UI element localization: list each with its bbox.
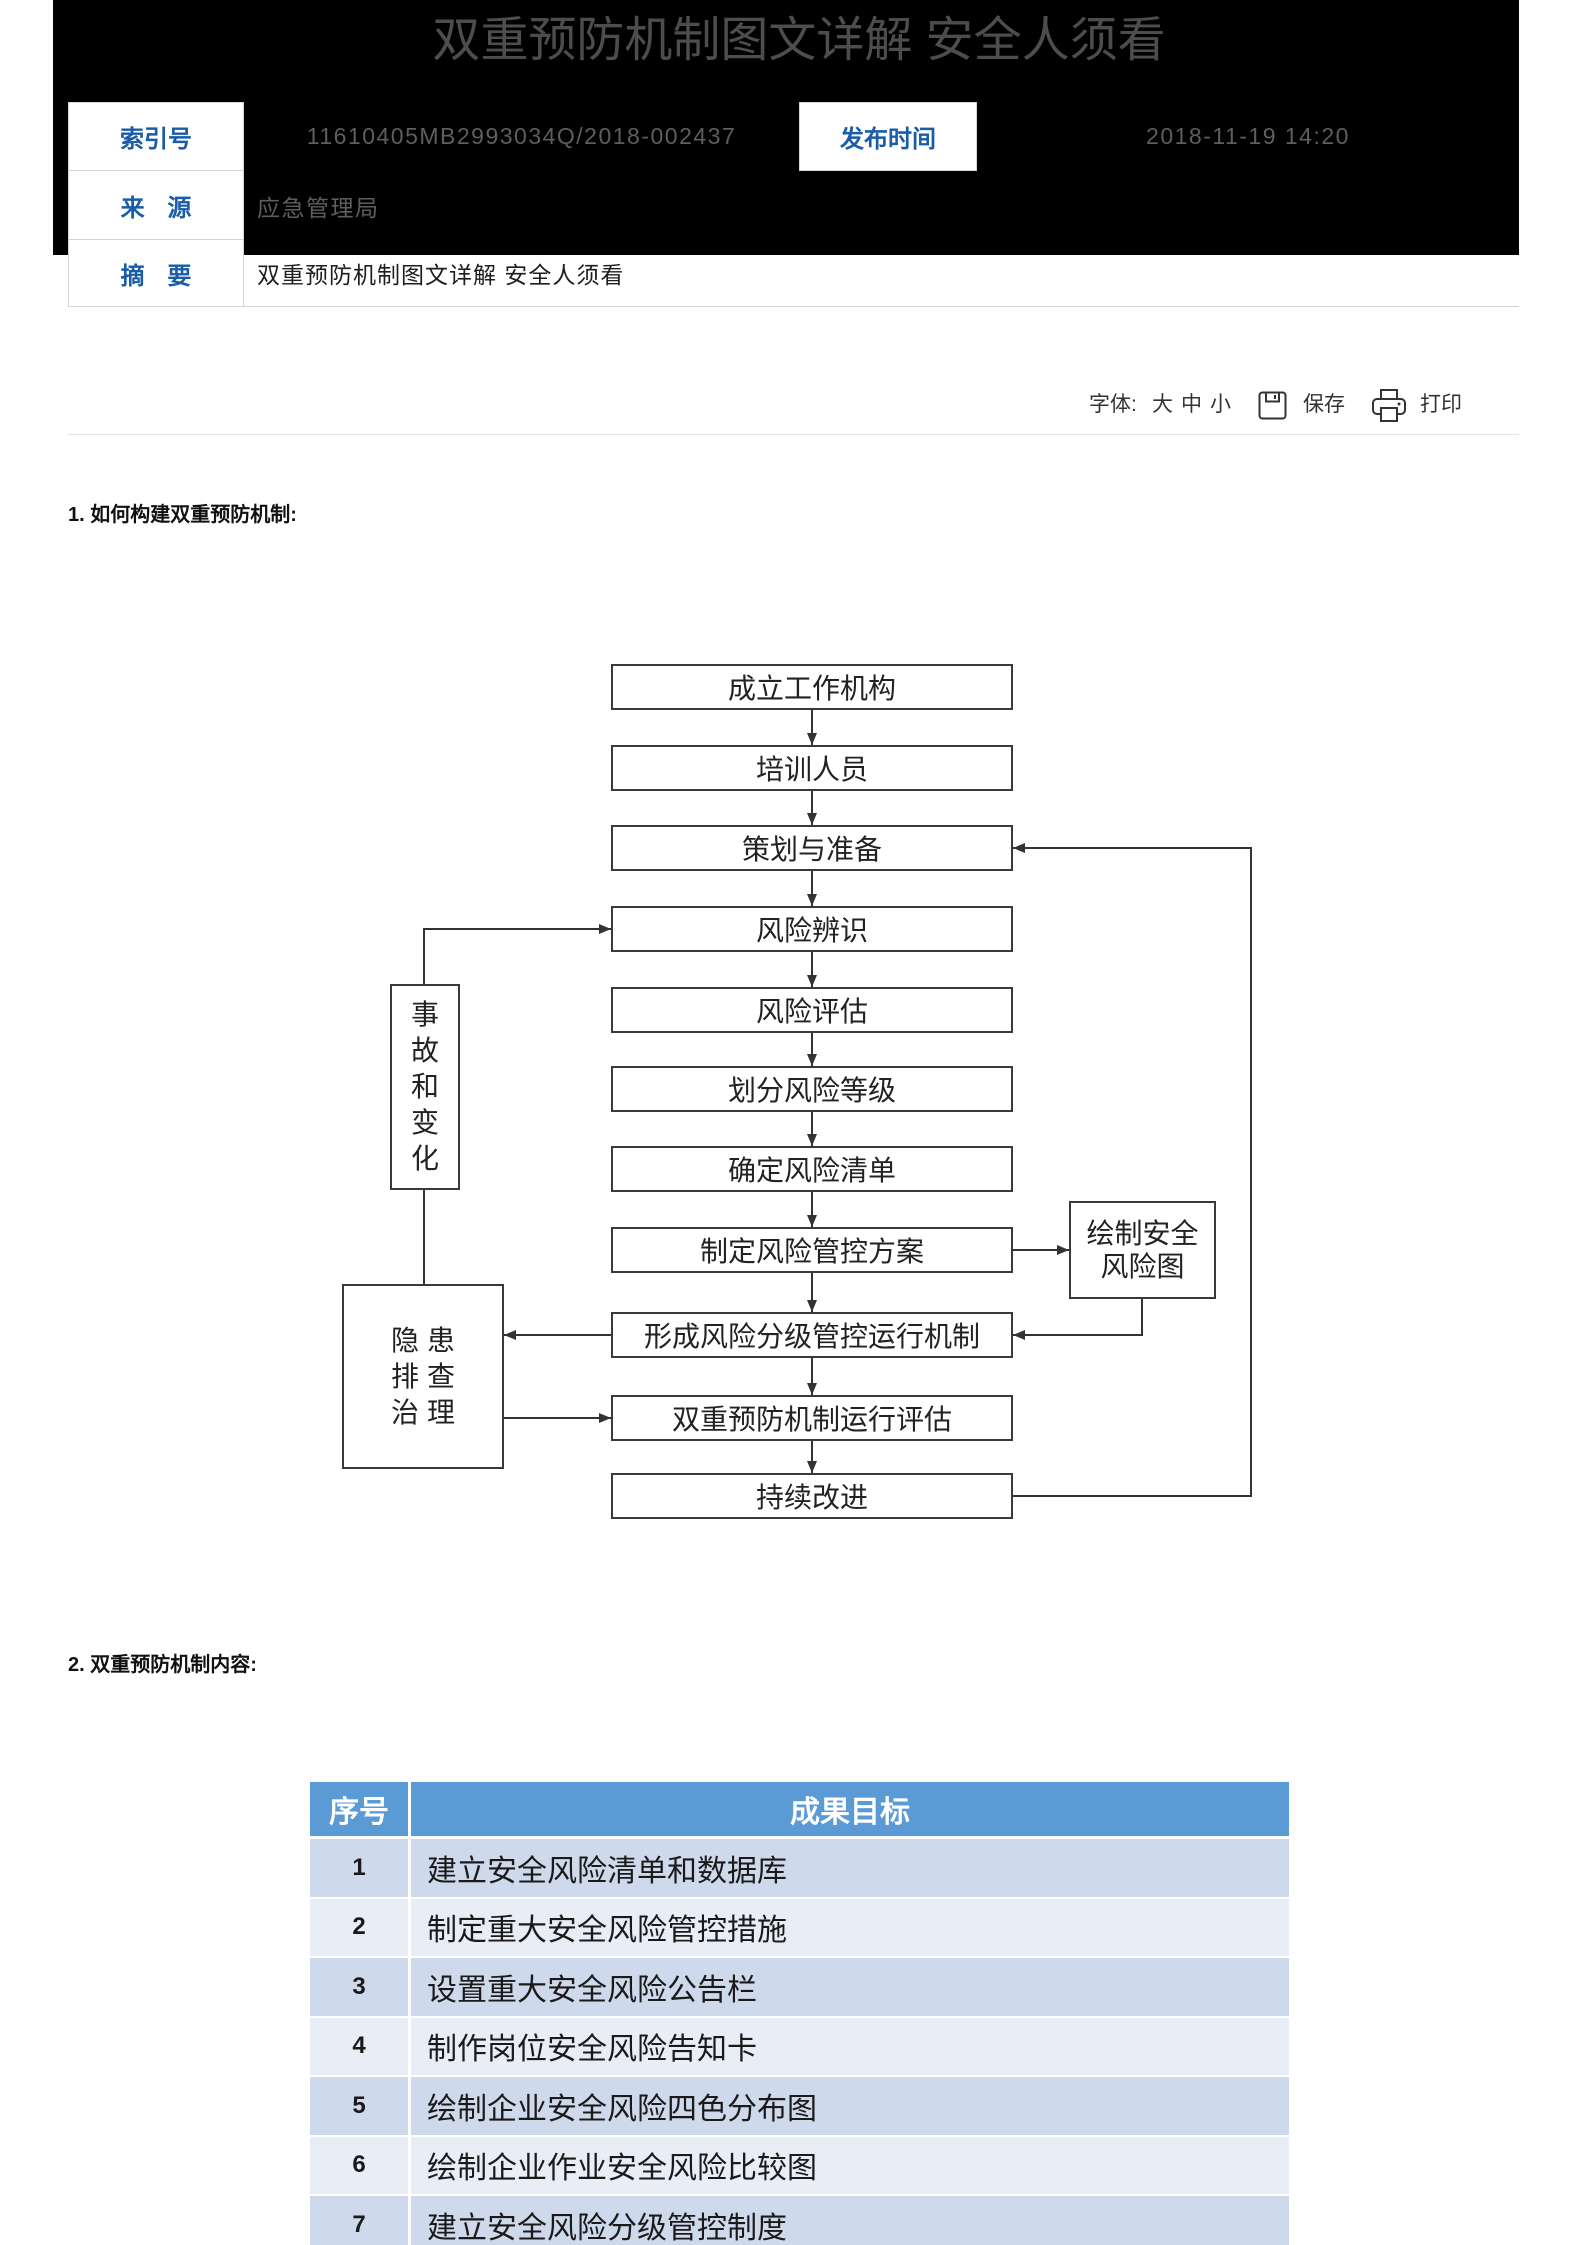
row-goal: 绘制企业安全风险四色分布图 <box>427 2092 817 2126</box>
row-goal: 建立安全风险清单和数据库 <box>427 1854 787 1888</box>
print-icon[interactable] <box>1371 388 1407 423</box>
row-number: 2 <box>310 1898 411 1956</box>
toolbar-divider <box>68 434 1519 435</box>
row-number: 7 <box>310 2196 411 2245</box>
flow-accident-change-text: 事故和变化 <box>410 998 439 1175</box>
header-goal: 成果目标 <box>790 1796 910 1829</box>
table-row: 4 制作岗位安全风险告知卡 <box>310 2017 1289 2075</box>
results-table-header: 序号 成果目标 <box>310 1782 1289 1836</box>
row-number: 3 <box>310 1958 411 2016</box>
font-size-small-button[interactable]: 小 <box>1210 393 1231 416</box>
meta-table: 索引号 11610405MB2993034Q/2018-002437 发布时间 … <box>68 102 1519 307</box>
source-value: 应急管理局 <box>257 194 380 221</box>
flow-step-mechanism: 形成风险分级管控运行机制 <box>611 1312 1013 1358</box>
flow-step-control-plan: 制定风险管控方案 <box>611 1227 1013 1273</box>
row-goal: 建立安全风险分级管控制度 <box>427 2211 787 2245</box>
results-table: 序号 成果目标 1 建立安全风险清单和数据库 2 制定重大安全风险管控措施 3 … <box>310 1782 1289 2245</box>
flow-accident-change-box: 事故和变化 <box>390 984 460 1190</box>
flow-hazard-check-text: 隐患排查治理 <box>390 1323 463 1429</box>
font-size-large-button[interactable]: 大 <box>1152 393 1173 416</box>
flow-risk-map-box: 绘制安全风险图 <box>1069 1201 1216 1299</box>
flow-hazard-check-box: 隐患排查治理 <box>342 1284 504 1469</box>
print-button[interactable]: 打印 <box>1420 393 1462 416</box>
font-size-medium-button[interactable]: 中 <box>1181 393 1202 416</box>
source-label: 来 源 <box>68 170 244 240</box>
table-row: 2 制定重大安全风险管控措施 <box>310 1898 1289 1956</box>
flow-step-grading: 划分风险等级 <box>611 1066 1013 1112</box>
table-row: 3 设置重大安全风险公告栏 <box>310 1958 1289 2016</box>
flow-risk-map-text: 绘制安全风险图 <box>1086 1217 1199 1283</box>
font-size-label: 字体: <box>1089 393 1137 416</box>
flow-step-identification: 风险辨识 <box>611 906 1013 952</box>
meta-row-index: 索引号 11610405MB2993034Q/2018-002437 发布时间 … <box>68 102 1519 171</box>
row-goal: 制定重大安全风险管控措施 <box>427 1914 787 1948</box>
summary-value: 双重预防机制图文详解 安全人须看 <box>244 240 1519 307</box>
meta-row-source: 来 源 应急管理局 <box>68 170 1519 240</box>
row-goal: 设置重大安全风险公告栏 <box>427 1973 757 2007</box>
section-heading-content: 2. 双重预防机制内容: <box>68 1654 257 1676</box>
save-icon[interactable] <box>1258 391 1287 420</box>
row-goal: 制作岗位安全风险告知卡 <box>427 2033 757 2067</box>
arrow-improve-loop-back <box>1013 843 1252 1497</box>
arrow-risk-map-to-mechanism <box>1013 1299 1143 1340</box>
meta-row-summary: 摘 要 双重预防机制图文详解 安全人须看 <box>68 239 1519 307</box>
index-value: 11610405MB2993034Q/2018-002437 <box>306 123 737 149</box>
table-row: 1 建立安全风险清单和数据库 <box>310 1839 1289 1897</box>
header-banner <box>53 0 1519 255</box>
flow-step-improvement: 持续改进 <box>611 1473 1013 1519</box>
flow-step-assessment: 风险评估 <box>611 987 1013 1033</box>
row-number: 6 <box>310 2136 411 2194</box>
row-number: 4 <box>310 2017 411 2075</box>
flow-step-training: 培训人员 <box>611 745 1013 791</box>
publish-time-label: 发布时间 <box>799 102 977 171</box>
flow-step-planning: 策划与准备 <box>611 825 1013 871</box>
summary-label: 摘 要 <box>68 239 244 307</box>
row-goal: 绘制企业作业安全风险比较图 <box>427 2152 817 2186</box>
page-title: 双重预防机制图文详解 安全人须看 <box>432 14 1166 67</box>
table-row: 7 建立安全风险分级管控制度 <box>310 2196 1289 2245</box>
section-heading-build: 1. 如何构建双重预防机制: <box>68 504 297 526</box>
publish-time-value: 2018-11-19 14:20 <box>1146 123 1350 149</box>
arrow-accident-to-identification <box>423 924 611 984</box>
table-row: 6 绘制企业作业安全风险比较图 <box>310 2136 1289 2194</box>
table-row: 5 绘制企业安全风险四色分布图 <box>310 2077 1289 2135</box>
row-number: 1 <box>310 1839 411 1897</box>
flow-step-setup: 成立工作机构 <box>611 664 1013 710</box>
flow-step-risk-list: 确定风险清单 <box>611 1146 1013 1192</box>
index-label: 索引号 <box>68 102 244 171</box>
save-button[interactable]: 保存 <box>1303 393 1345 416</box>
flow-step-evaluation: 双重预防机制运行评估 <box>611 1395 1013 1441</box>
header-number: 序号 <box>310 1782 411 1836</box>
row-number: 5 <box>310 2077 411 2135</box>
